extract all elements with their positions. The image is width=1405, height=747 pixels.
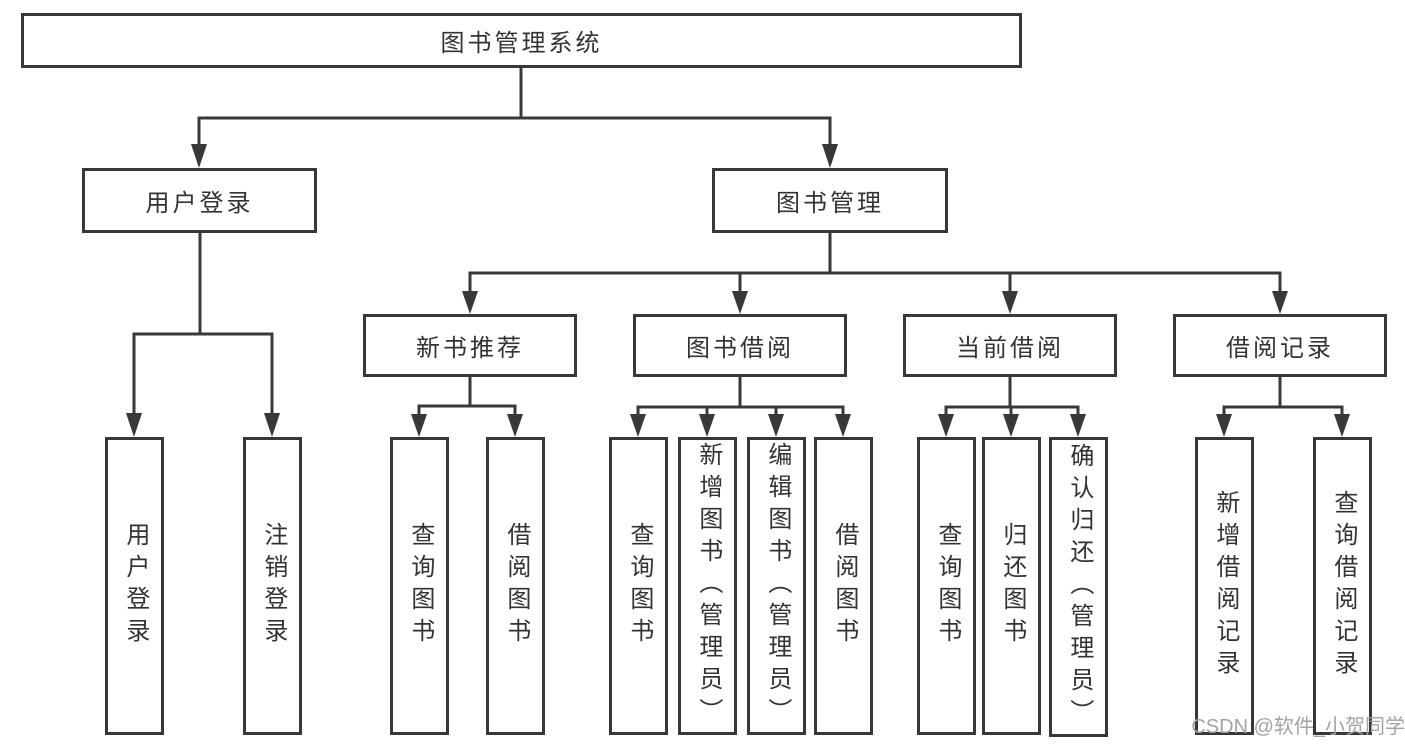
leaf-nb-query-books: 查询图书 [390, 437, 449, 735]
leaf-cb-confirm-return-admin-label: 确认归还（管理员） [1065, 443, 1093, 731]
connector-borrow-records-children [1216, 377, 1350, 437]
connector-current-borrow-children [938, 377, 1086, 437]
leaf-nb-borrow-books-label: 借阅图书 [502, 522, 530, 650]
connector-book-mgmt-children [462, 233, 1288, 314]
leaf-bb-query-books: 查询图书 [609, 437, 668, 735]
leaf-cb-confirm-return-admin: 确认归还（管理员） [1049, 437, 1108, 737]
leaf-cb-return-books-label: 归还图书 [998, 522, 1026, 650]
node-user-login: 用户登录 [82, 168, 317, 233]
leaf-bb-add-books-admin-label: 新增图书（管理员） [694, 442, 722, 730]
csdn-watermark: CSDN @软件_小贺同学 [1191, 716, 1405, 738]
leaf-nb-query-books-label: 查询图书 [406, 522, 434, 650]
leaf-user-login: 用户登录 [105, 437, 164, 735]
node-current-borrow: 当前借阅 [903, 314, 1117, 377]
leaf-br-query-record-label: 查询借阅记录 [1329, 490, 1357, 682]
leaf-bb-query-books-label: 查询图书 [625, 522, 653, 650]
node-current-borrow-label: 当前借阅 [956, 335, 1064, 362]
node-book-mgmt-label: 图书管理 [776, 190, 884, 217]
leaf-user-login-label: 用户登录 [121, 522, 149, 650]
leaf-bb-borrow-books: 借阅图书 [814, 437, 873, 735]
leaf-br-query-record: 查询借阅记录 [1313, 437, 1372, 735]
connector-user-login-children [126, 233, 280, 437]
leaf-bb-edit-books-admin-label: 编辑图书（管理员） [763, 442, 791, 730]
node-root-label: 图书管理系统 [440, 30, 603, 57]
node-book-borrow-label: 图书借阅 [686, 335, 794, 362]
leaf-cb-return-books: 归还图书 [982, 437, 1041, 735]
leaf-bb-add-books-admin: 新增图书（管理员） [678, 437, 737, 735]
leaf-cb-query-books-label: 查询图书 [933, 522, 961, 650]
leaf-logout-label: 注销登录 [259, 522, 287, 650]
connector-book-borrow-children [630, 377, 851, 437]
leaf-bb-borrow-books-label: 借阅图书 [830, 522, 858, 650]
connector-root-to-level2 [191, 67, 838, 168]
node-book-borrow: 图书借阅 [633, 314, 847, 377]
leaf-br-add-record-label: 新增借阅记录 [1211, 490, 1239, 682]
node-new-books: 新书推荐 [363, 314, 577, 377]
node-book-mgmt: 图书管理 [712, 168, 948, 233]
leaf-nb-borrow-books: 借阅图书 [486, 437, 545, 735]
connector-new-books-children [411, 377, 523, 437]
node-borrow-records: 借阅记录 [1173, 314, 1387, 377]
leaf-cb-query-books: 查询图书 [917, 437, 976, 735]
leaf-bb-edit-books-admin: 编辑图书（管理员） [747, 437, 806, 735]
leaf-logout: 注销登录 [243, 437, 302, 735]
node-borrow-records-label: 借阅记录 [1226, 335, 1334, 362]
leaf-br-add-record: 新增借阅记录 [1195, 437, 1254, 735]
node-root: 图书管理系统 [21, 13, 1022, 68]
node-user-login-label: 用户登录 [145, 190, 254, 217]
node-new-books-label: 新书推荐 [416, 335, 524, 362]
